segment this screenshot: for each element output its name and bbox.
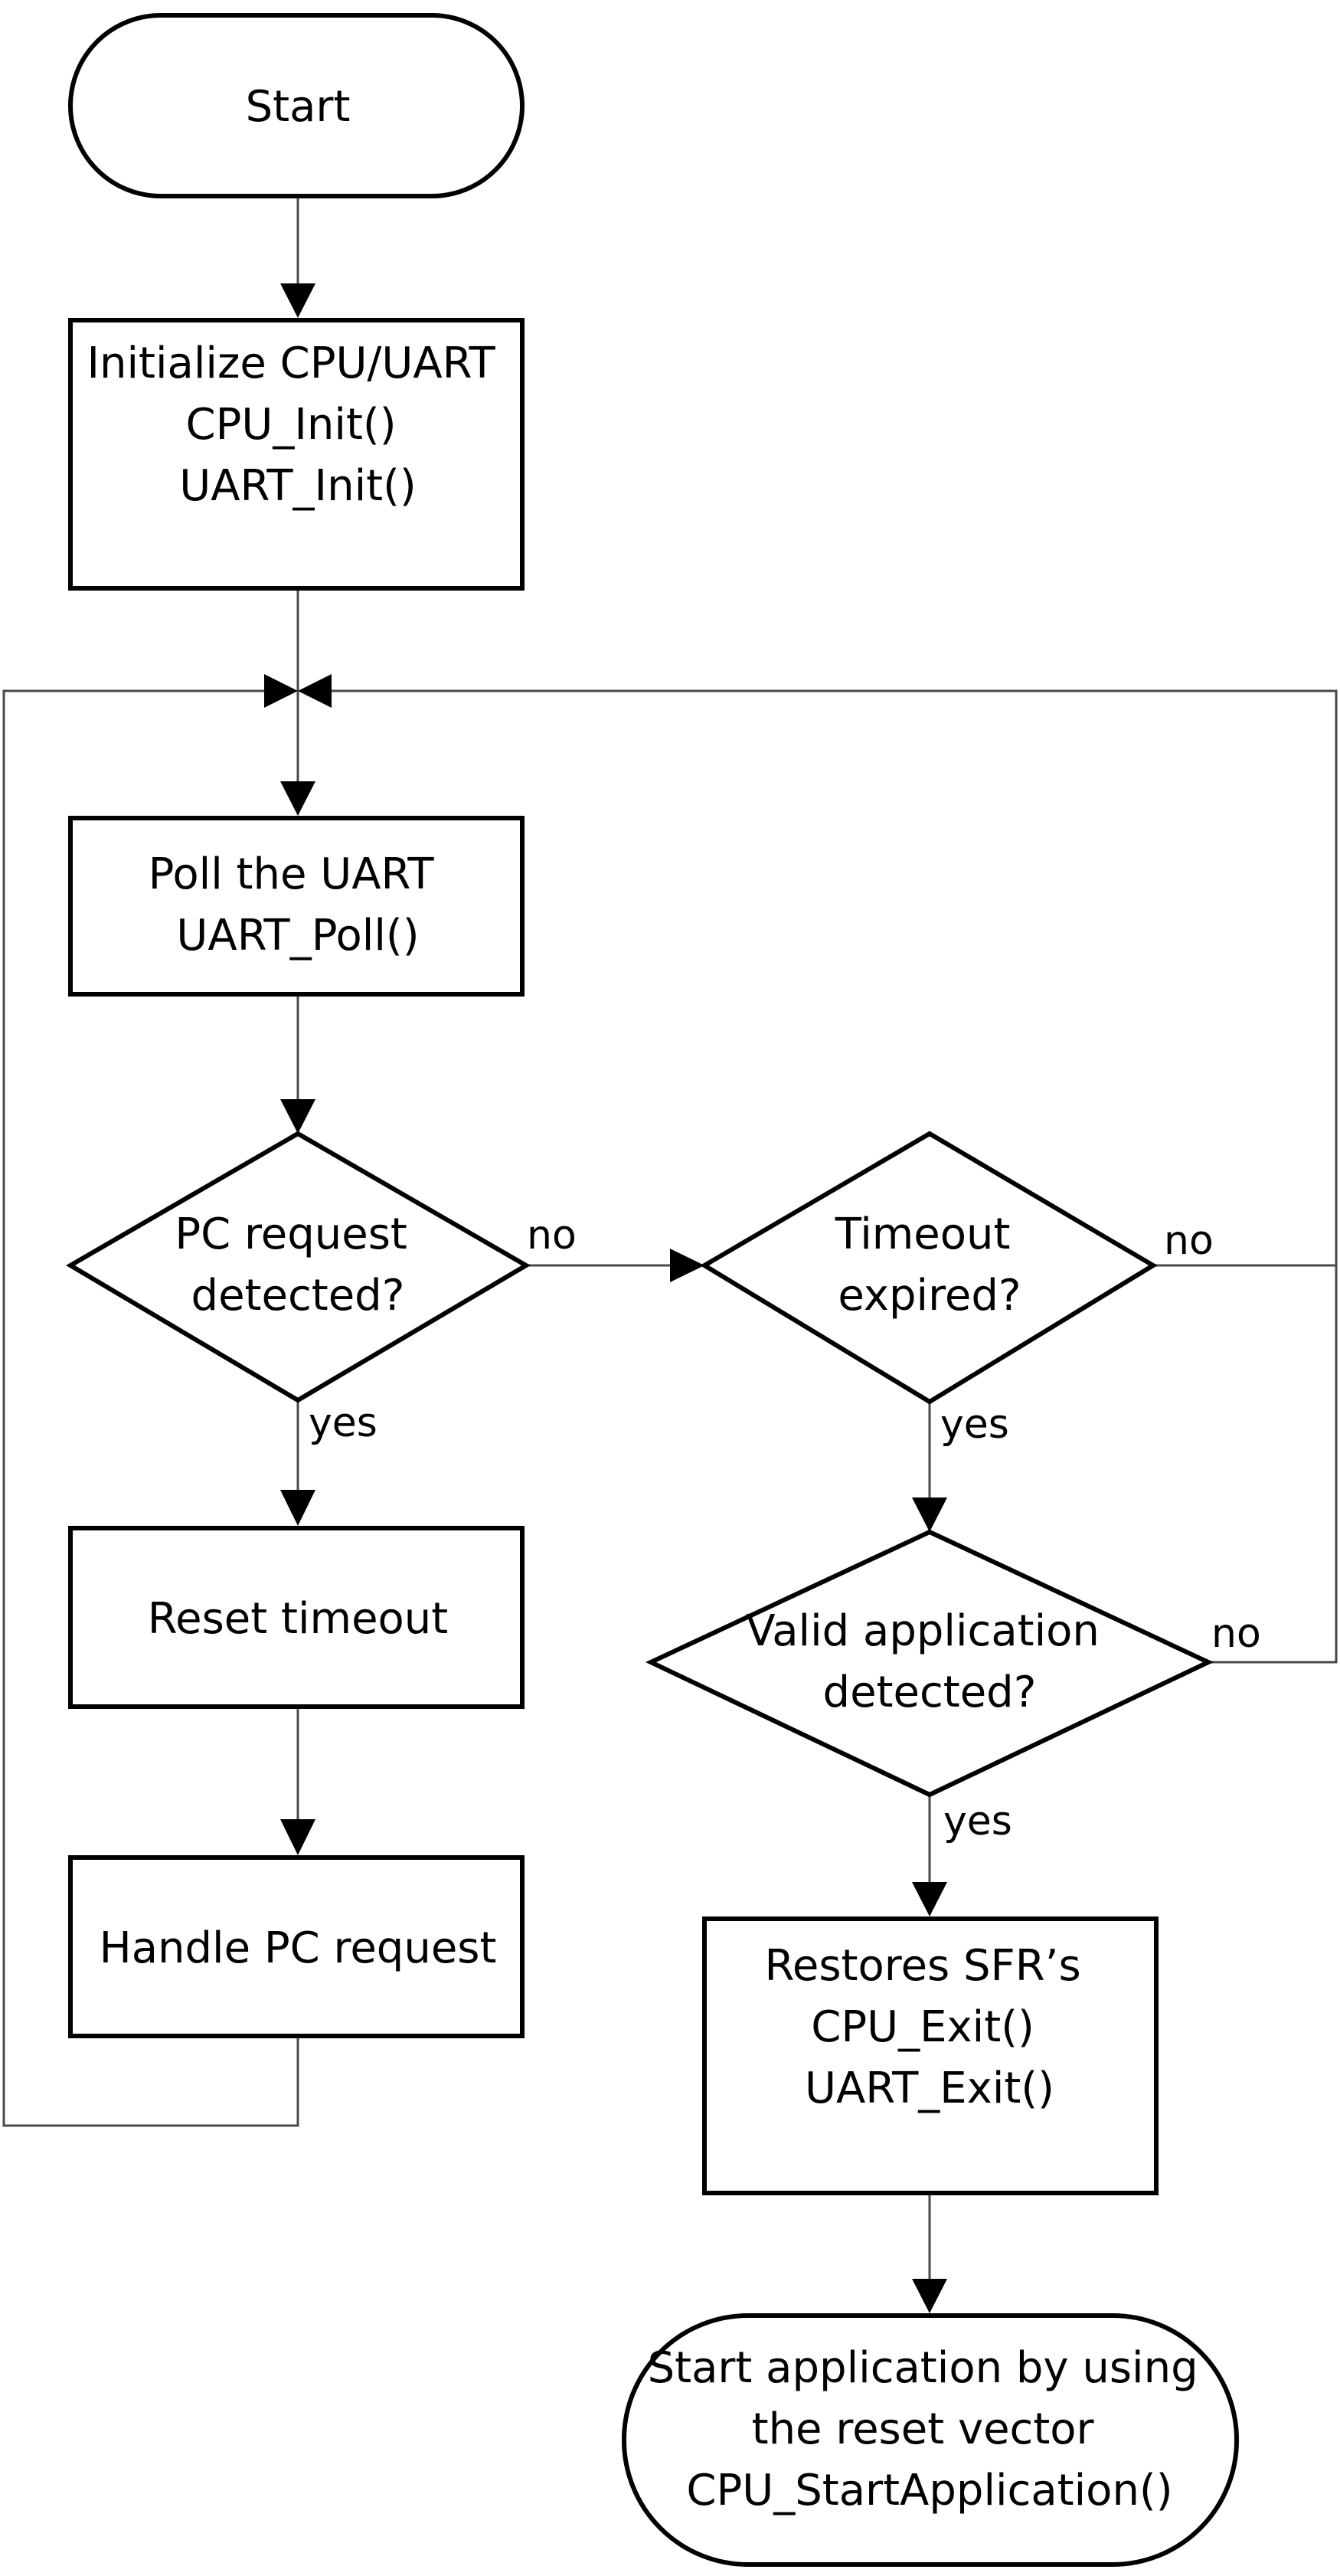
start-label-line: Start [246, 82, 351, 132]
node-pc-request-decision [66, 1131, 531, 1403]
arrowhead-restore-sfr [912, 1882, 947, 1916]
arrowhead-init [280, 283, 315, 318]
edge-handle-loop-back [2, 689, 299, 2127]
node-start-terminator [68, 13, 525, 198]
arrowheads [264, 283, 947, 2313]
poll-label: Poll the UART UART_Poll() [149, 849, 448, 961]
start-app-label-line: Start application by using [648, 2343, 1198, 2393]
pc-request-label-line: detected? [191, 1271, 405, 1321]
edge-labels: no yes no yes no yes [309, 1213, 1261, 1844]
edge-valid-app-loop-back [1210, 1265, 1338, 1664]
valid-app-yes-label: yes [943, 1799, 1012, 1844]
reset-timeout-label-line: Reset timeout [148, 1594, 448, 1644]
restore-sfr-label-line: Restores SFR’s [765, 1941, 1081, 1991]
timeout-yes-label: yes [940, 1402, 1009, 1448]
timeout-no-label: no [1164, 1218, 1214, 1264]
valid-app-label-line: detected? [823, 1668, 1037, 1717]
start-label: Start [246, 82, 351, 132]
timeout-label-line: Timeout [835, 1209, 1011, 1259]
node-init-process [68, 318, 525, 591]
valid-app-label-line: Valid application [746, 1606, 1100, 1656]
pc-request-label-line: PC request [175, 1209, 407, 1259]
init-label: Initialize CPU/UART CPU_Init() UART_Init… [87, 339, 508, 511]
arrowhead-poll [280, 781, 315, 816]
arrowhead-timeout [670, 1249, 704, 1282]
valid-app-label: Valid application detected? [746, 1606, 1113, 1717]
node-labels: Start Initialize CPU/UART CPU_Init() UAR… [87, 82, 1212, 2515]
start-app-label-line: the reset vector [752, 2404, 1095, 2454]
arrowhead-pc-request [280, 1099, 315, 1134]
arrowhead-loop-right [298, 674, 332, 708]
pc-request-no-label: no [527, 1213, 577, 1259]
start-app-label-line: CPU_StartApplication() [686, 2466, 1172, 2515]
edge-timeout-loop-back [332, 689, 1338, 1267]
arrowhead-start-app [912, 2279, 947, 2313]
pc-request-label: PC request detected? [175, 1209, 420, 1321]
init-label-line: Initialize CPU/UART [87, 339, 495, 388]
node-restore-sfr-process [702, 1916, 1159, 2195]
restore-sfr-label-line: CPU_Exit() [811, 2002, 1034, 2052]
shapes [66, 13, 1239, 2567]
timeout-label: Timeout expired? [835, 1209, 1025, 1321]
handle-request-label: Handle PC request [100, 1923, 497, 1973]
node-handle-request-process [68, 1855, 525, 2038]
valid-app-no-label: no [1211, 1611, 1261, 1657]
poll-label-line: Poll the UART [149, 849, 435, 899]
arrowhead-reset-timeout [280, 1490, 315, 1526]
node-reset-timeout-process [68, 1526, 525, 1709]
restore-sfr-label: Restores SFR’s CPU_Exit() UART_Exit() [765, 1941, 1095, 2113]
poll-label-line: UART_Poll() [176, 911, 419, 961]
handle-request-label-line: Handle PC request [100, 1923, 497, 1973]
node-poll-process [68, 816, 525, 997]
start-app-label: Start application by using the reset vec… [648, 2343, 1212, 2515]
reset-timeout-label: Reset timeout [148, 1594, 448, 1644]
node-start-app-terminator [622, 2313, 1239, 2567]
timeout-label-line: expired? [838, 1271, 1021, 1321]
init-label-line: CPU_Init() [186, 400, 397, 450]
node-timeout-decision [700, 1131, 1158, 1405]
restore-sfr-label-line: UART_Exit() [805, 2064, 1054, 2113]
arrowhead-valid-app [912, 1497, 947, 1532]
arrowhead-handle-request [280, 1819, 315, 1855]
arrowhead-loop-left [264, 674, 298, 708]
connectors [2, 198, 1338, 2279]
pc-request-yes-label: yes [309, 1400, 377, 1446]
node-valid-app-decision [645, 1529, 1214, 1798]
init-label-line: UART_Init() [179, 461, 417, 511]
